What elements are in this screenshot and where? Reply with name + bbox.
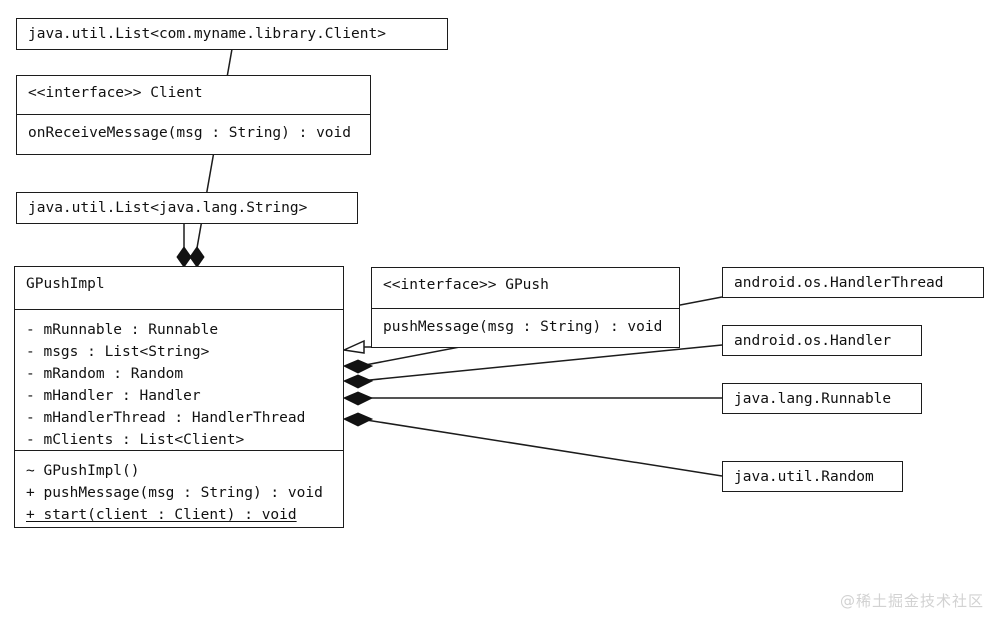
- client-interface-title-compartment: <<interface>> Client: [17, 76, 370, 114]
- watermark-text: @稀土掘金技术社区: [839, 592, 984, 610]
- class-title-client-interface: <<interface>> Client: [28, 85, 203, 101]
- method-push-message-interface: pushMessage(msg : String) : void: [383, 319, 663, 335]
- gpush-impl-methods-compartment: ~ GPushImpl() + pushMessage(msg : String…: [15, 450, 343, 529]
- gpush-impl-fields-compartment: - mRunnable : Runnable - msgs : List<Str…: [15, 309, 343, 450]
- class-title-runnable: java.lang.Runnable: [734, 390, 892, 407]
- class-title-list-of-string: java.util.List<java.lang.String>: [28, 200, 308, 216]
- class-box-list-of-string[interactable]: java.util.List<java.lang.String>: [16, 192, 358, 224]
- method-push-message: + pushMessage(msg : String) : void: [26, 485, 323, 501]
- method-start: + start(client : Client) : void: [26, 507, 297, 523]
- composition-diamond-runnable: [342, 391, 374, 406]
- field-m-random: - mRandom : Random: [26, 366, 184, 382]
- edge-gpushimpl-random: [359, 418, 723, 477]
- gpush-impl-title-compartment: GPushImpl: [15, 267, 343, 309]
- gpush-interface-title-compartment: <<interface>> GPush: [372, 268, 679, 308]
- field-m-clients: - mClients : List<Client>: [26, 432, 245, 448]
- class-box-gpush-impl[interactable]: GPushImpl - mRunnable : Runnable - msgs …: [14, 266, 344, 528]
- class-box-gpush-interface[interactable]: <<interface>> GPush pushMessage(msg : St…: [371, 267, 680, 348]
- realization-triangle-gpush: [341, 339, 365, 354]
- composition-diamond-list-of-client: [189, 246, 205, 268]
- class-title-random: java.util.Random: [734, 468, 874, 485]
- field-msgs: - msgs : List<String>: [26, 344, 210, 360]
- class-title-handler-thread: android.os.HandlerThread: [734, 274, 944, 291]
- field-m-runnable: - mRunnable : Runnable: [26, 322, 219, 338]
- client-interface-methods-compartment: onReceiveMessage(msg : String) : void: [17, 114, 370, 156]
- class-title-handler: android.os.Handler: [734, 332, 892, 349]
- composition-diamond-handler: [342, 374, 374, 389]
- field-m-handler-thread: - mHandlerThread : HandlerThread: [26, 410, 306, 426]
- class-title-list-of-client: java.util.List<com.myname.library.Client…: [28, 26, 386, 42]
- composition-diamond-handler-thread: [342, 359, 374, 374]
- class-box-random[interactable]: java.util.Random: [722, 461, 903, 492]
- composition-diamond-list-of-string: [176, 246, 192, 268]
- composition-diamond-random: [342, 412, 374, 427]
- class-box-handler[interactable]: android.os.Handler: [722, 325, 922, 356]
- field-m-handler: - mHandler : Handler: [26, 388, 201, 404]
- class-box-runnable[interactable]: java.lang.Runnable: [722, 383, 922, 414]
- gpush-interface-methods-compartment: pushMessage(msg : String) : void: [372, 308, 679, 349]
- edge-gpushimpl-handler: [359, 344, 723, 382]
- class-box-handler-thread[interactable]: android.os.HandlerThread: [722, 267, 984, 298]
- class-box-list-of-client[interactable]: java.util.List<com.myname.library.Client…: [16, 18, 448, 50]
- class-box-client-interface[interactable]: <<interface>> Client onReceiveMessage(ms…: [16, 75, 371, 155]
- class-title-gpush-impl: GPushImpl: [26, 276, 105, 292]
- method-on-receive-message: onReceiveMessage(msg : String) : void: [28, 125, 352, 141]
- class-title-gpush-interface: <<interface>> GPush: [383, 277, 549, 293]
- method-gpush-impl-constructor: ~ GPushImpl(): [26, 463, 140, 479]
